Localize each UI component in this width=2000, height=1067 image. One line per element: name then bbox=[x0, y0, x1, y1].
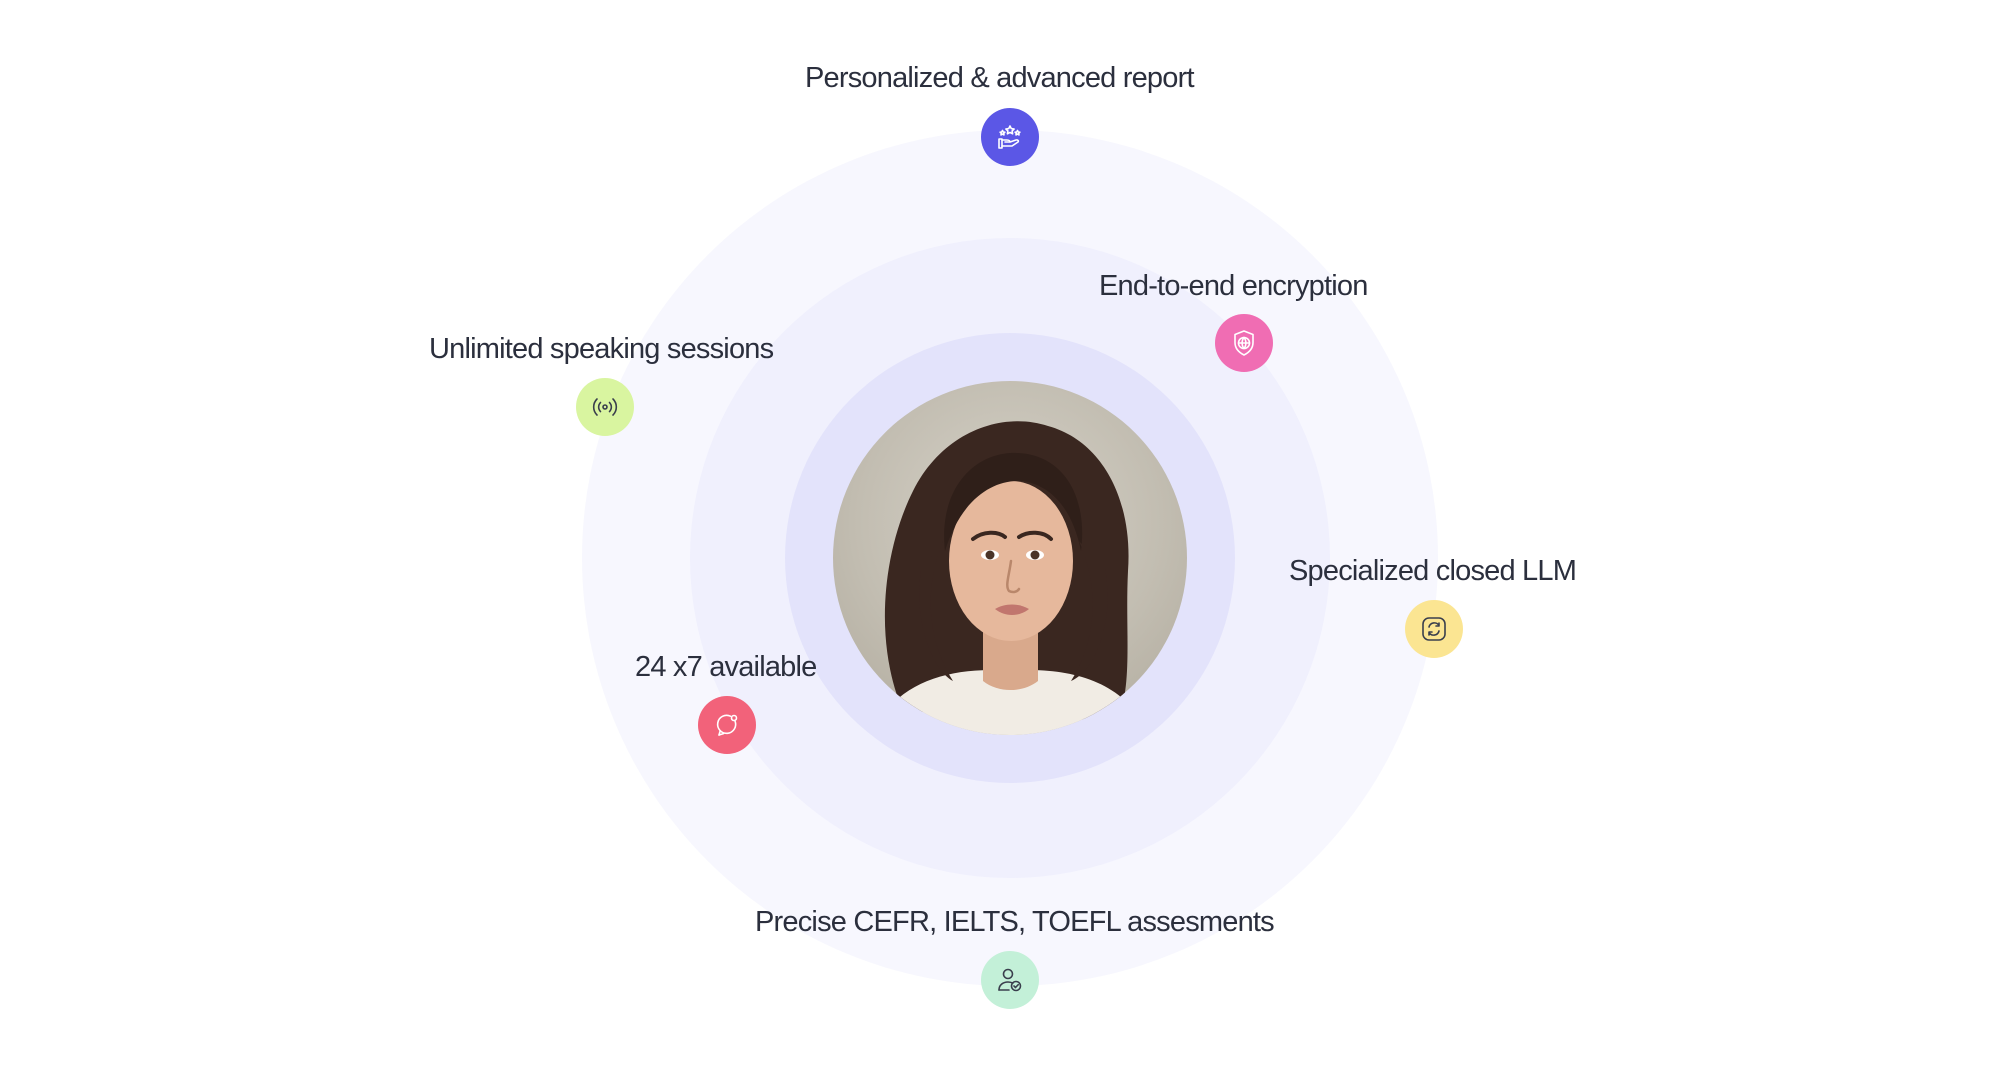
feature-label-llm: Specialized closed LLM bbox=[1289, 555, 1577, 587]
feature-label-sessions: Unlimited speaking sessions bbox=[429, 333, 774, 365]
woman-portrait-image bbox=[873, 421, 1148, 735]
feature-label-available: 24 x7 available bbox=[635, 651, 817, 683]
feature-badge-sessions bbox=[576, 378, 634, 436]
feature-label-assessment: Precise CEFR, IELTS, TOEFL assesments bbox=[755, 906, 1275, 938]
feature-badge-llm bbox=[1405, 600, 1463, 658]
feature-badge-assessment bbox=[981, 951, 1039, 1009]
chat-bubble-icon bbox=[716, 714, 738, 736]
user-check-icon bbox=[998, 968, 1022, 992]
feature-badge-available bbox=[698, 696, 756, 754]
feature-label-report: Personalized & advanced report bbox=[805, 62, 1195, 94]
hand-stars-icon bbox=[998, 125, 1021, 149]
broadcast-signal-icon bbox=[592, 398, 618, 416]
feature-label-encryption: End-to-end encryption bbox=[1099, 270, 1368, 302]
feature-badge-report bbox=[981, 108, 1039, 166]
avatar bbox=[833, 381, 1187, 735]
refresh-square-icon bbox=[1422, 617, 1446, 641]
shield-globe-icon bbox=[1234, 330, 1254, 356]
feature-badge-encryption bbox=[1215, 314, 1273, 372]
